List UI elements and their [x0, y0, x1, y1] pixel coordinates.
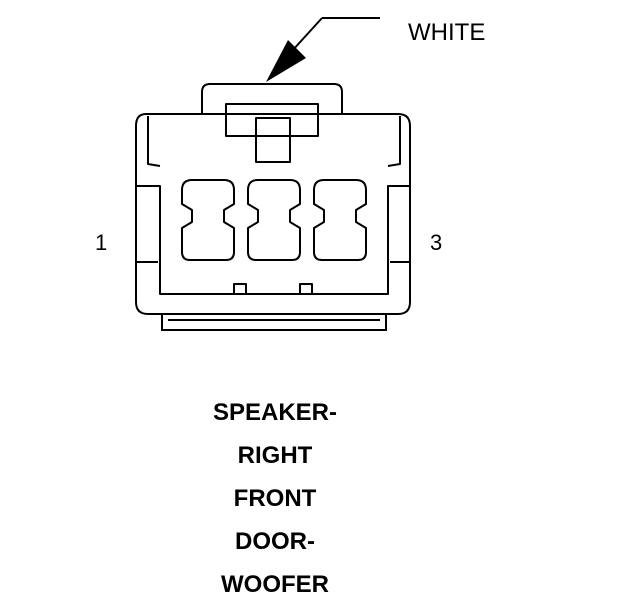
terminal-cavity-1: [181, 179, 235, 261]
caption-line-1: SPEAKER-: [213, 399, 337, 426]
connector-bottom-rail: [161, 313, 387, 331]
terminal-cavities: [181, 179, 367, 261]
wire-color-label: WHITE: [408, 19, 485, 46]
lock-tab: [201, 83, 343, 163]
terminal-cavity-2: [247, 179, 301, 261]
terminal-cavity-3: [313, 179, 367, 261]
caption-line-3: FRONT: [234, 485, 317, 512]
connector-body: [135, 113, 411, 315]
pin-label-left: 1: [95, 230, 107, 255]
pin-label-right: 3: [430, 230, 442, 255]
caption-line-4: DOOR-: [235, 528, 315, 555]
leader-arrowhead: [266, 40, 306, 82]
connector-caption: SPEAKER- RIGHT FRONT DOOR- WOOFER: [213, 399, 337, 598]
caption-line-2: RIGHT: [238, 442, 313, 469]
caption-line-5: WOOFER: [221, 571, 329, 598]
